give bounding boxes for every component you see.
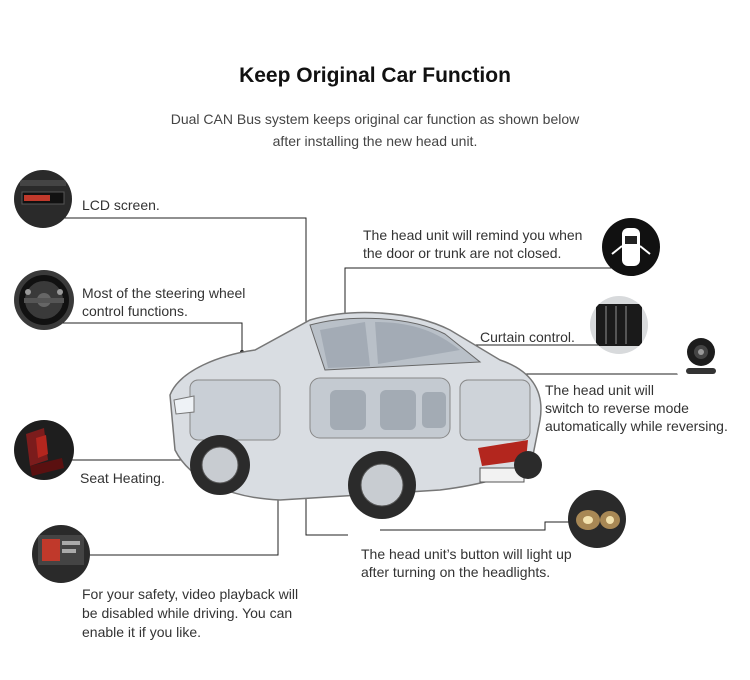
video-line-2: be disabled while driving. You can: [82, 605, 293, 621]
reverse-line-3: automatically while reversing.: [545, 418, 728, 434]
lcd-screen-icon: [14, 170, 72, 228]
video-line-1: For your safety, video playback will: [82, 586, 299, 602]
door-reminder-label: The head unit will remind you when the d…: [363, 226, 582, 262]
steering-line-2: control functions.: [82, 303, 188, 319]
steering-wheel-icon: [14, 270, 74, 330]
door-line-2: the door or trunk are not closed.: [363, 245, 562, 261]
reverse-line-1: The head unit will: [545, 382, 654, 398]
curtain-control-label: Curtain control.: [480, 329, 575, 345]
subtitle-line-2: after installing the new head unit.: [272, 133, 478, 149]
lcd-screen-label: LCD screen.: [82, 197, 160, 213]
headlight-icon: [568, 490, 626, 548]
seat-heating-icon: [14, 420, 74, 480]
headlight-line-1: The head unit’s button will light up: [361, 546, 572, 562]
car-illustration: [169, 311, 542, 519]
headlight-line-2: after turning on the headlights.: [361, 564, 551, 580]
curtain-icon: [590, 296, 648, 354]
door-line-1: The head unit will remind you when: [363, 227, 583, 243]
steering-line-1: Most of the steering wheel: [82, 285, 246, 301]
reverse-camera-icon: [672, 328, 730, 386]
steering-connector: [60, 322, 243, 352]
headlight-label: The head unit’s button will light up aft…: [361, 545, 572, 581]
car-door-icon: [602, 218, 660, 276]
page-subtitle: Dual CAN Bus system keeps original car f…: [140, 108, 610, 152]
seat-heating-label: Seat Heating.: [80, 470, 165, 486]
subtitle-line-1: Dual CAN Bus system keeps original car f…: [170, 111, 580, 127]
video-playback-label: For your safety, video playback will be …: [82, 585, 298, 642]
steering-wheel-label: Most of the steering wheel control funct…: [82, 284, 245, 320]
page-title: Keep Original Car Function: [239, 64, 511, 87]
video-line-3: enable it if you like.: [82, 624, 202, 640]
video-screen-icon: [32, 525, 90, 583]
headlight-connector: [380, 521, 580, 531]
reverse-line-2: switch to reverse mode: [545, 400, 689, 416]
reverse-mode-label: The head unit will switch to reverse mod…: [545, 381, 728, 435]
